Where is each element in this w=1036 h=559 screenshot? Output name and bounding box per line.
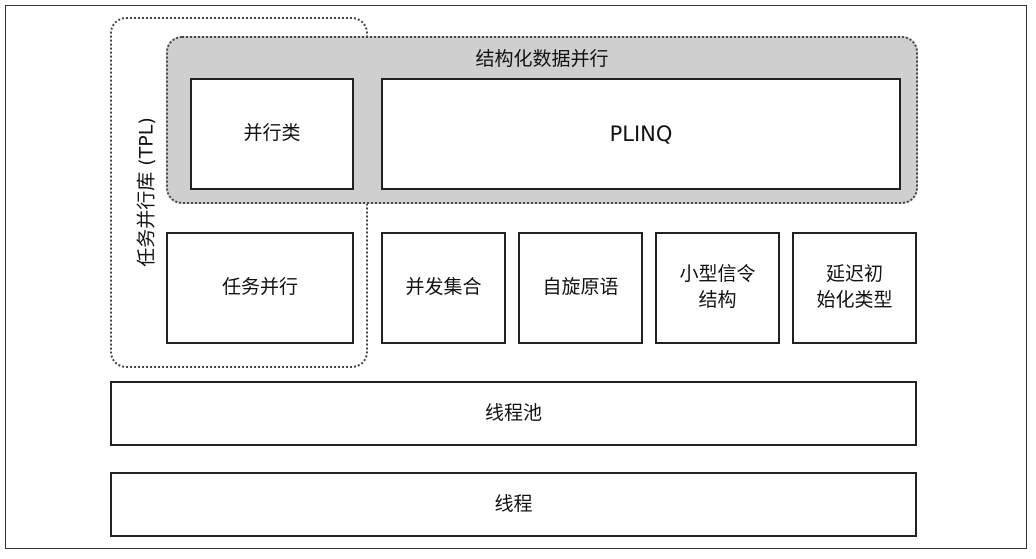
lazy-initialization-box: 延迟初 始化类型	[792, 232, 917, 344]
task-parallel-library-label: 任务并行库 (TPL)	[135, 117, 158, 267]
threads-box: 线程	[110, 472, 917, 537]
lightweight-signaling-label: 小型信令 结构	[679, 263, 756, 311]
parallel-class-box: 并行类	[190, 78, 354, 190]
thread-pool-box: 线程池	[110, 381, 917, 446]
spinning-primitives-label: 自旋原语	[542, 276, 619, 299]
lightweight-signaling-box: 小型信令 结构	[655, 232, 780, 344]
task-parallelism-label: 任务并行	[221, 276, 298, 299]
concurrent-collections-box: 并发集合	[381, 232, 506, 344]
parallel-class-label: 并行类	[243, 122, 301, 145]
thread-pool-label: 线程池	[484, 401, 542, 424]
threads-label: 线程	[494, 492, 533, 515]
plinq-box: PLINQ	[381, 78, 901, 190]
structured-data-parallelism-label: 结构化数据并行	[475, 48, 609, 70]
spinning-primitives-box: 自旋原语	[518, 232, 643, 344]
task-parallelism-box: 任务并行	[166, 232, 354, 344]
concurrent-collections-label: 并发集合	[405, 276, 482, 299]
plinq-label: PLINQ	[609, 121, 673, 146]
lazy-initialization-label: 延迟初 始化类型	[816, 263, 893, 311]
